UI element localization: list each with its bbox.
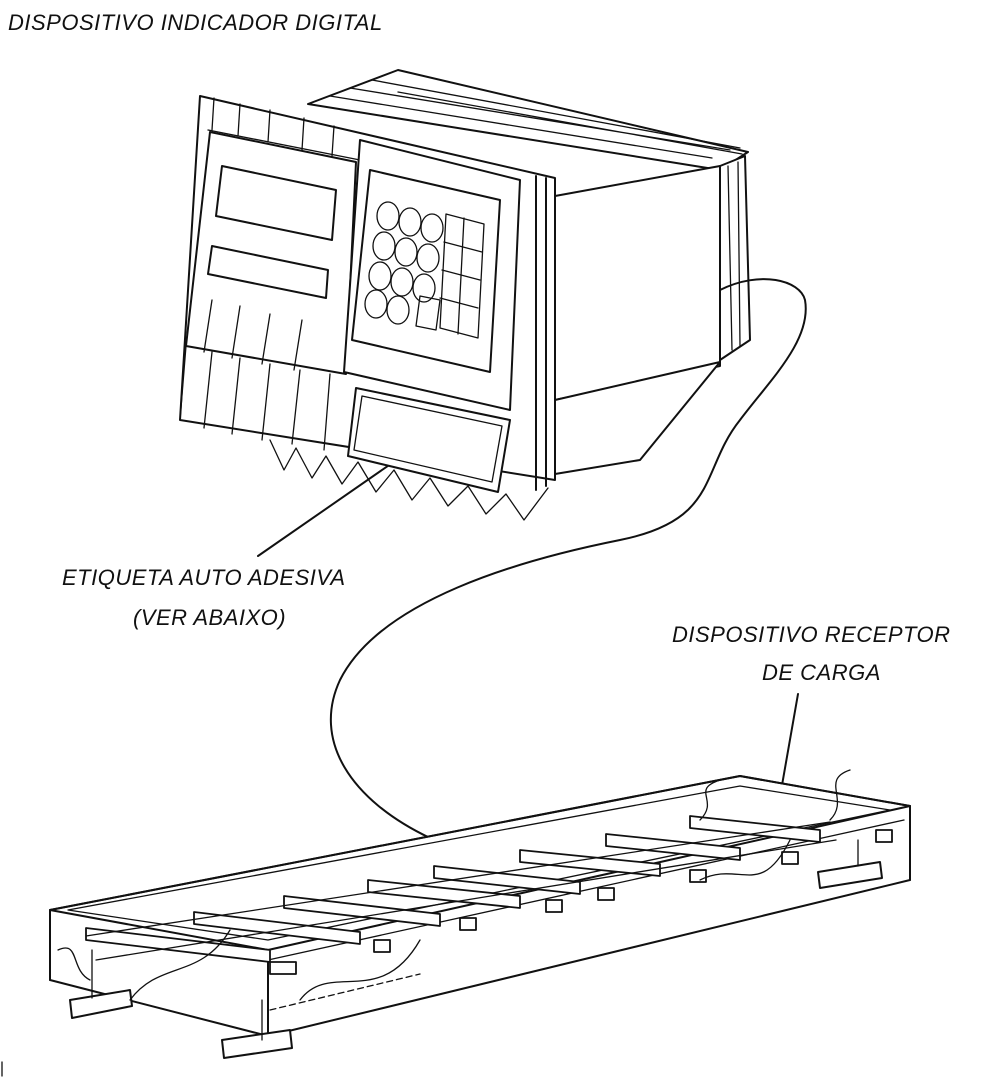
secondary-display-window — [207, 245, 329, 299]
bezel-lower-fins — [203, 299, 303, 371]
connection-cable — [330, 278, 807, 839]
indicator-top-ribs — [329, 79, 743, 159]
load-receiver-platform — [49, 769, 911, 1059]
sticker-label-area — [347, 387, 511, 493]
receiver-label-line2: DE CARGA — [762, 660, 881, 685]
numeric-keys — [364, 201, 444, 325]
sticker-label-line1: ETIQUETA AUTO ADESIVA — [62, 565, 346, 590]
bezel-top-fins — [211, 97, 335, 157]
function-keys — [415, 213, 485, 339]
cutaway-lines — [57, 769, 851, 1001]
load-cell-feet — [69, 839, 883, 1059]
indicator-title-label: DISPOSITIVO INDICADOR DIGITAL — [8, 10, 383, 35]
keypad-frame — [351, 169, 501, 373]
digital-indicator-device — [179, 69, 751, 521]
platform-side-rails — [85, 821, 837, 961]
bezel-bottom-slats — [179, 345, 331, 451]
platform-edges — [49, 805, 911, 1037]
indicator-back-plate — [719, 155, 751, 361]
sticker-label-line2: (VER ABAIXO) — [133, 605, 286, 630]
sticker-leader-line — [257, 451, 409, 557]
main-display-window — [215, 165, 337, 241]
receiver-label-line1: DISPOSITIVO RECEPTOR — [672, 622, 951, 647]
platform-outer-box — [49, 775, 911, 1037]
bezel-edge — [535, 175, 547, 491]
platform-ibeam-blocks — [269, 829, 893, 975]
indicator-side-panel — [554, 165, 721, 401]
indicator-vent-teeth — [269, 439, 549, 521]
